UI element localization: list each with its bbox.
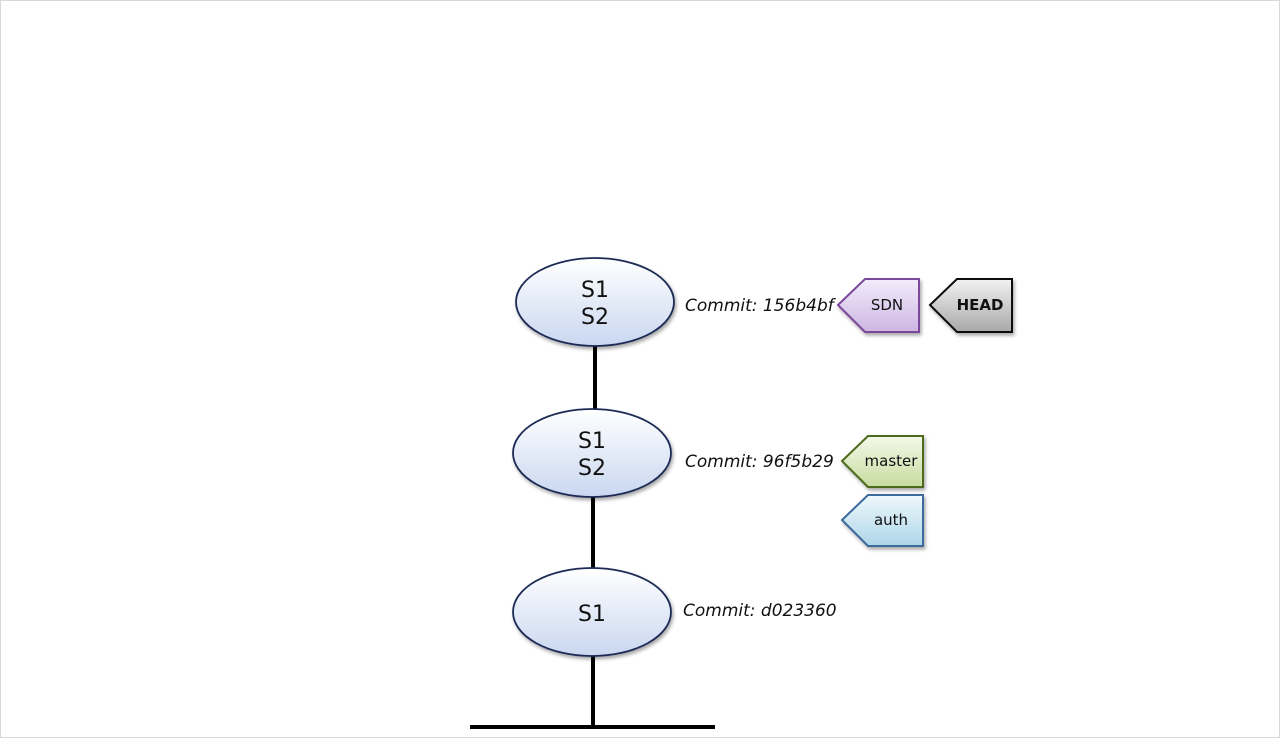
ref-master-label: master — [865, 452, 919, 470]
ref-tag-sdn: SDN — [836, 278, 920, 333]
commit-node-2: S1 S2 — [512, 408, 672, 498]
commit-1-file-1: S1 — [581, 278, 609, 303]
ref-tag-auth: auth — [840, 494, 924, 547]
commit-2-file-1: S1 — [578, 429, 606, 454]
ref-head-label: HEAD — [957, 296, 1004, 314]
commit-3-file-1: S1 — [578, 602, 606, 627]
ref-tag-master: master — [840, 435, 924, 488]
commit-3-label: Commit: d023360 — [683, 601, 837, 621]
ref-sdn-label: SDN — [871, 296, 903, 314]
commit-1-file-2: S2 — [581, 305, 609, 330]
commit-2-file-2: S2 — [578, 456, 606, 481]
commit-2-label: Commit: 96f5b29 — [685, 452, 834, 472]
commit-node-1: S1 S2 — [515, 257, 675, 347]
commit-node-3: S1 — [512, 567, 672, 657]
ref-tag-head: HEAD — [928, 278, 1013, 333]
commit-1-label: Commit: 156b4bf — [685, 296, 837, 316]
ref-auth-label: auth — [874, 511, 908, 529]
